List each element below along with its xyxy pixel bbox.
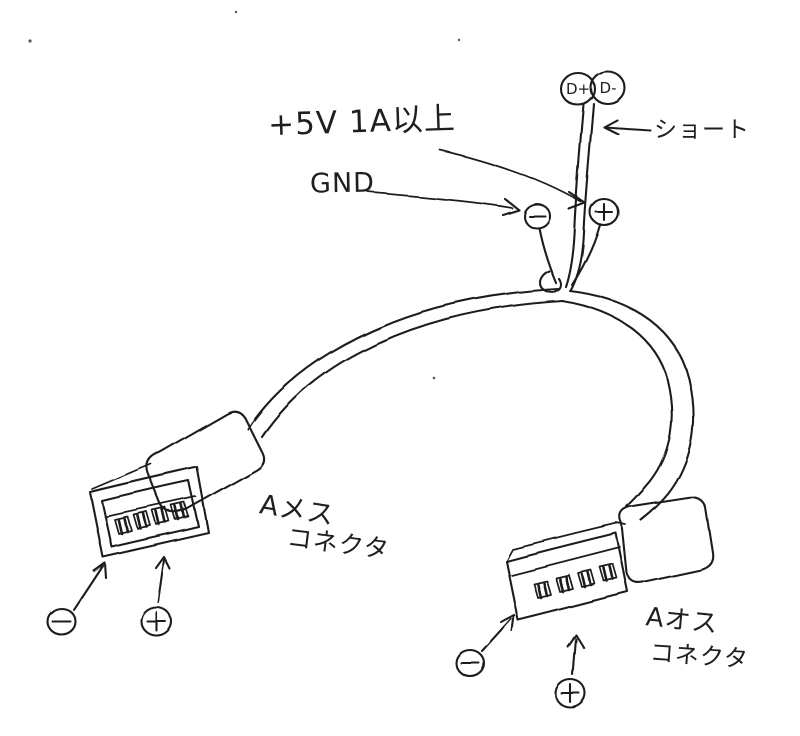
male-plus-arrow-line bbox=[571, 637, 578, 677]
female-plus-sign bbox=[145, 610, 167, 632]
power-spec-label: +5V 1A以上 bbox=[267, 100, 457, 144]
male-contact-hatch bbox=[558, 575, 571, 594]
d-minus-circle bbox=[589, 70, 627, 106]
male-contact-hatch bbox=[602, 564, 615, 583]
male-plus-arrow-head-icon bbox=[566, 633, 586, 650]
male-connector-divider-line bbox=[510, 546, 621, 576]
male-contact-hatch bbox=[580, 570, 593, 589]
cable-left-edge-2 bbox=[260, 299, 565, 439]
male-plus-terminal-icon bbox=[554, 678, 588, 710]
plus-terminal-icon bbox=[588, 197, 620, 227]
male-plus-sign bbox=[560, 683, 582, 705]
minus-terminal-icon bbox=[522, 202, 552, 230]
male-minus-arrow-head-icon bbox=[499, 613, 516, 633]
female-connector-shell-top-edge bbox=[91, 463, 152, 490]
female-contact-hatch bbox=[136, 512, 149, 531]
gnd-arrow-line bbox=[367, 191, 513, 209]
ink-speck bbox=[432, 376, 436, 380]
power-arrow-line bbox=[439, 149, 582, 203]
female-contact-hatch bbox=[174, 503, 187, 522]
female-minus-arrow-line bbox=[72, 564, 105, 612]
d-minus-label: D- bbox=[600, 79, 617, 97]
male-connector-body bbox=[619, 496, 715, 584]
power-arrow-head-icon bbox=[567, 191, 587, 211]
male-contact-pad bbox=[555, 574, 574, 593]
male-connector-shell-top-edge bbox=[505, 522, 627, 561]
wire-junction-knot bbox=[538, 269, 562, 294]
female-contact-pad bbox=[152, 507, 171, 526]
plus-terminal-sign bbox=[594, 202, 614, 222]
short-label: ショート bbox=[654, 117, 750, 143]
female-plus-terminal-icon bbox=[139, 605, 173, 637]
female-plus-arrow-line bbox=[156, 558, 166, 604]
ink-speck bbox=[28, 39, 32, 43]
gnd-arrow-head-icon bbox=[501, 197, 521, 217]
female-connector-boot bbox=[145, 410, 266, 514]
plus-lead-wire bbox=[570, 223, 602, 287]
female-contact-hatch bbox=[117, 517, 130, 536]
cable-right-edge-1 bbox=[568, 289, 695, 522]
cable-right-edge-2 bbox=[560, 299, 674, 509]
female-connector-shell bbox=[88, 465, 211, 559]
female-minus-terminal-icon bbox=[46, 607, 78, 637]
minus-lead-wire bbox=[537, 226, 558, 285]
male-contact-hatch bbox=[536, 581, 549, 600]
short-arrow-head-icon bbox=[602, 118, 620, 136]
female-contact-pad bbox=[114, 516, 133, 535]
ink-speck bbox=[234, 10, 238, 14]
male-connector-shell bbox=[504, 531, 630, 622]
shorted-wire-line-1 bbox=[564, 103, 586, 289]
shorted-wire-line-2 bbox=[569, 102, 596, 292]
male-minus-terminal-icon bbox=[454, 648, 486, 678]
female-contact-hatch bbox=[155, 508, 168, 527]
male-contact-pad bbox=[599, 563, 618, 582]
male-connector-label-line2: コネクタ bbox=[648, 638, 750, 674]
male-contact-pad bbox=[533, 580, 552, 599]
female-connector-opening bbox=[100, 479, 201, 549]
cable-left-edge-1 bbox=[246, 287, 560, 431]
female-contact-pad bbox=[133, 511, 152, 530]
ink-speck bbox=[457, 38, 461, 42]
female-plus-arrow-head-icon bbox=[154, 555, 172, 571]
sketch-strokes bbox=[46, 70, 715, 710]
short-arrow-line bbox=[604, 125, 652, 132]
female-minus-arrow-head-icon bbox=[92, 561, 108, 580]
d-plus-circle bbox=[559, 71, 597, 107]
male-contact-pad bbox=[577, 569, 596, 588]
female-connector-tongue-line bbox=[104, 496, 197, 518]
male-minus-arrow-line bbox=[480, 617, 513, 653]
female-contact-pad bbox=[171, 502, 190, 521]
gnd-label: GND bbox=[309, 167, 376, 200]
d-plus-label: D+ bbox=[566, 80, 590, 98]
